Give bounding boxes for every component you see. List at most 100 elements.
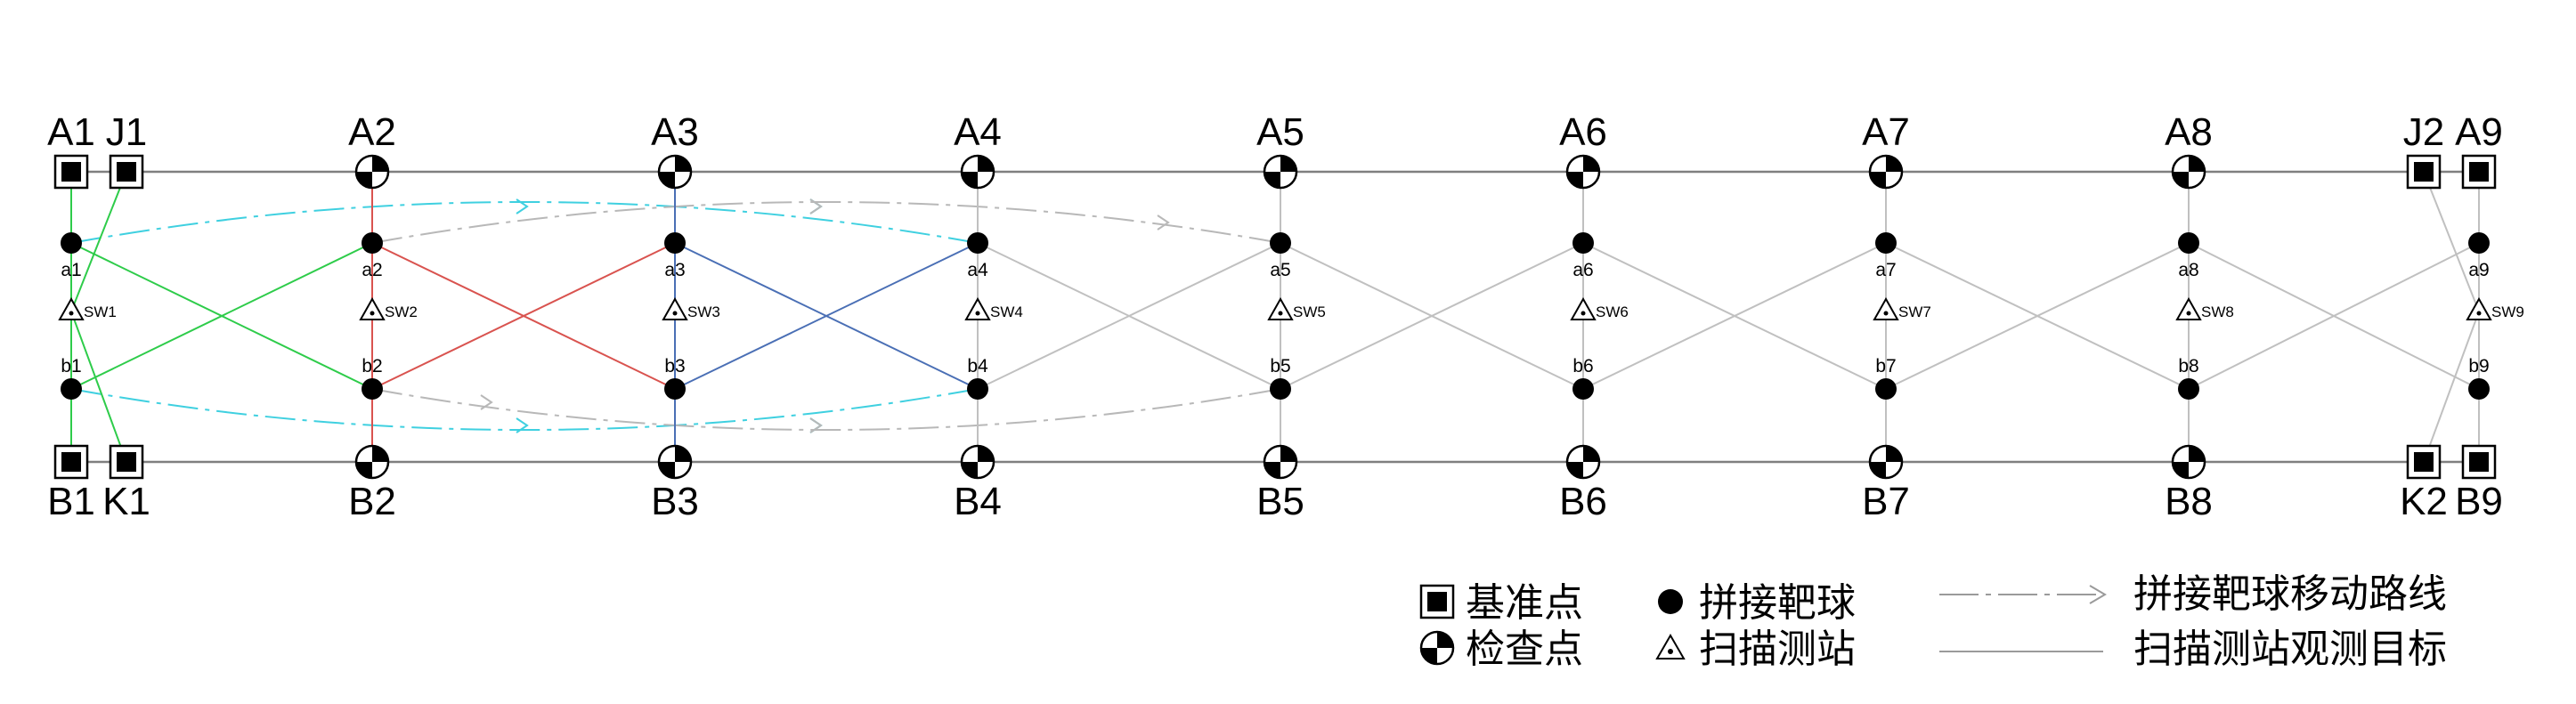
route-arrow	[516, 198, 529, 214]
scan-station	[662, 296, 688, 320]
check-point	[1868, 444, 1904, 480]
point-label-A9: A9	[2455, 110, 2503, 154]
stitching-sphere	[1875, 378, 1897, 400]
route-arrow	[809, 417, 823, 433]
check-point	[1263, 444, 1298, 480]
route-arrow	[480, 394, 493, 410]
check-point	[2171, 154, 2206, 190]
stitching-sphere	[1270, 232, 1291, 254]
legend: 基准点 检查点 拼接靶球 扫描测站 拼接靶球移动路线 扫描测站观测目标	[1419, 571, 2447, 672]
stitching-sphere	[664, 232, 686, 254]
scan-station	[2466, 296, 2492, 320]
scan-station-triangle	[1267, 296, 1294, 320]
observation-line	[1885, 242, 2190, 390]
check-point	[960, 444, 995, 480]
route-arrow	[1157, 214, 1170, 231]
scan-station-dot	[672, 311, 678, 316]
point-label-A7: A7	[1862, 110, 1910, 154]
check-point	[1263, 154, 1298, 190]
point-label-A4: A4	[954, 110, 1002, 154]
scan-station-dot	[975, 311, 980, 316]
station-label-SW4: SW4	[990, 303, 1023, 320]
route-b2-b5	[371, 388, 1281, 431]
point-label-J2: J2	[2403, 110, 2444, 154]
stitching-sphere	[1270, 378, 1291, 400]
scan-station-triangle	[359, 296, 386, 320]
check-point	[354, 444, 390, 480]
scan-station-triangle	[2175, 296, 2202, 320]
station-label-SW2: SW2	[385, 303, 418, 320]
check-point	[1868, 154, 1904, 190]
reference-point	[53, 154, 89, 190]
scan-station	[58, 296, 85, 320]
scan-station-icon	[1655, 633, 1686, 659]
sphere-label-b9: b9	[2468, 356, 2489, 376]
station-label-SW9: SW9	[2491, 303, 2524, 320]
sphere-label-b2: b2	[362, 356, 382, 376]
station-label-SW3: SW3	[687, 303, 720, 320]
point-label-A5: A5	[1256, 110, 1304, 154]
sphere-label-a9: a9	[2468, 260, 2489, 280]
scan-station-dot	[1278, 311, 1283, 316]
scan-station	[1873, 296, 1899, 320]
point-label-A6: A6	[1559, 110, 1607, 154]
scan-station-dot	[1883, 311, 1889, 316]
sphere-label-b4: b4	[967, 356, 988, 376]
reference-point	[109, 154, 144, 190]
stitching-sphere	[967, 232, 988, 254]
sphere-label-a4: a4	[967, 260, 988, 280]
point-label-A2: A2	[348, 110, 396, 154]
sphere-move-routes	[70, 198, 1281, 433]
stitching-sphere	[2468, 232, 2490, 254]
stitching-sphere	[967, 378, 988, 400]
scan-station	[359, 296, 386, 320]
check-point	[1565, 444, 1601, 480]
station-label-SW5: SW5	[1293, 303, 1326, 320]
observation-line	[2188, 242, 2480, 390]
scan-station-dot	[370, 311, 375, 316]
stitching-sphere	[1572, 232, 1594, 254]
sphere-label-a3: a3	[664, 260, 685, 280]
point-label-B1: B1	[47, 480, 95, 523]
scan-station-triangle	[58, 296, 85, 320]
reference-point	[53, 444, 89, 480]
reference-point	[109, 444, 144, 480]
scan-station-dot	[1581, 311, 1586, 316]
observation-line	[2423, 171, 2480, 312]
route-arrow	[809, 198, 823, 214]
scan-station-dot	[2476, 311, 2482, 316]
point-label-A8: A8	[2165, 110, 2213, 154]
scan-station-triangle	[1873, 296, 1899, 320]
scan-station-triangle	[662, 296, 688, 320]
check-point	[657, 444, 693, 480]
observation-line	[1280, 242, 1584, 390]
scan-station	[1570, 296, 1597, 320]
stitching-sphere	[362, 378, 383, 400]
point-label-B5: B5	[1256, 480, 1304, 523]
sphere-label-a7: a7	[1875, 260, 1896, 280]
reference-point	[2461, 444, 2497, 480]
observation-line	[977, 242, 1281, 390]
stitching-sphere	[2178, 232, 2199, 254]
legend-reference-point: 基准点	[1466, 580, 1583, 626]
scan-station	[2175, 296, 2202, 320]
point-label-K2: K2	[2400, 480, 2448, 523]
station-label-SW6: SW6	[1596, 303, 1629, 320]
point-label-B2: B2	[348, 480, 396, 523]
route-a1-a4	[70, 201, 979, 244]
route-b1-b4	[70, 388, 979, 431]
observation-line	[70, 171, 127, 312]
scan-station-dot	[2186, 311, 2191, 316]
scan-station-dot	[69, 311, 74, 316]
point-label-B6: B6	[1559, 480, 1607, 523]
sphere-label-a2: a2	[362, 260, 382, 280]
stitching-sphere	[2178, 378, 2199, 400]
point-label-A3: A3	[651, 110, 699, 154]
sphere-label-b3: b3	[664, 356, 685, 376]
scan-station-triangle	[2466, 296, 2492, 320]
sphere-label-b8: b8	[2178, 356, 2198, 376]
sphere-label-b1: b1	[61, 356, 81, 376]
check-point	[2171, 444, 2206, 480]
reference-point	[2406, 444, 2442, 480]
observation-line	[2423, 311, 2480, 463]
